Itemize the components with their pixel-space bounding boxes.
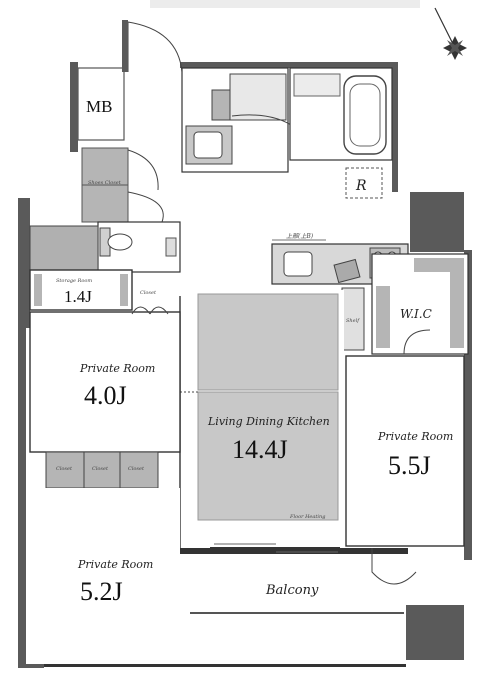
storage-room-label: Storage Room <box>56 278 92 284</box>
wic-shelf-left <box>376 286 390 348</box>
shelf-label: Shelf <box>346 318 360 324</box>
balcony-door <box>371 548 417 585</box>
wic-shelf-top <box>414 258 464 272</box>
ldk-label: Living Dining Kitchen <box>207 415 330 428</box>
entrance-jamb <box>122 20 128 72</box>
private-room-2-size: 5.5J <box>388 451 431 480</box>
shoes-door <box>127 149 164 223</box>
wall-right-top <box>392 62 398 192</box>
wall-top <box>180 62 398 68</box>
washer-box <box>211 89 231 121</box>
upper-cabinet-label: 上部(上B) <box>286 232 314 240</box>
storage-room-lower <box>29 269 133 311</box>
wic-label: W.I.C <box>400 307 432 321</box>
storage-shelf-right <box>120 274 128 306</box>
storage-room <box>29 225 99 271</box>
compass-icon <box>434 7 467 60</box>
mb-label: MB <box>86 97 112 116</box>
floor-heating-upper <box>197 293 339 391</box>
private-room-3 <box>26 488 180 664</box>
wic-door <box>403 329 431 355</box>
wall-bottom-line <box>44 664 406 667</box>
balcony-rail <box>190 612 404 614</box>
mb-box <box>77 67 125 141</box>
refrigerator-label: R <box>355 178 367 194</box>
private-room-3-size: 5.2J <box>80 577 123 606</box>
balcony-label: Balcony <box>265 583 319 598</box>
storage-room-size: 1.4J <box>64 287 92 306</box>
balcony-frame <box>180 548 408 554</box>
wic-shelf-right <box>450 272 464 348</box>
entrance-wall <box>70 62 78 152</box>
closet-a-door <box>131 306 169 315</box>
private-room-1-label: Private Room <box>79 362 155 375</box>
closet-label-b: Closet <box>56 466 73 472</box>
wall-left <box>18 326 26 626</box>
toilet-sink-icon <box>165 237 177 257</box>
closet-label-c: Closet <box>92 466 109 472</box>
floor-heating-label: Floor Heating <box>289 514 325 520</box>
wall-right-bottom <box>406 605 464 660</box>
wall-right <box>464 250 472 560</box>
shoes-label: Shoes Closet <box>88 180 122 186</box>
private-room-2 <box>345 355 465 547</box>
private-room-1 <box>29 311 181 453</box>
sink-icon <box>193 131 223 159</box>
header-fragment <box>150 0 420 8</box>
floor-heating-lower <box>197 391 339 521</box>
private-room-3-label: Private Room <box>77 558 153 571</box>
toilet-icon <box>107 233 133 251</box>
bath-counter <box>293 73 341 97</box>
private-room-2-label: Private Room <box>377 430 453 443</box>
bathtub-icon <box>343 75 387 155</box>
kitchen-sink-icon <box>283 251 313 277</box>
ldk-size: 14.4J <box>232 435 288 464</box>
kitchen-box <box>333 258 361 284</box>
washer-space <box>229 73 287 121</box>
wall-right-block <box>410 192 464 252</box>
wall-left-upper <box>18 198 30 328</box>
closet-label-a: Closet <box>140 290 157 296</box>
private-room-1-size: 4.0J <box>84 381 127 410</box>
storage-shelf-left <box>34 274 42 306</box>
closet-label-d: Closet <box>128 466 145 472</box>
refrigerator-space <box>345 167 383 199</box>
entrance-door <box>127 21 183 73</box>
closet-row <box>45 451 159 489</box>
